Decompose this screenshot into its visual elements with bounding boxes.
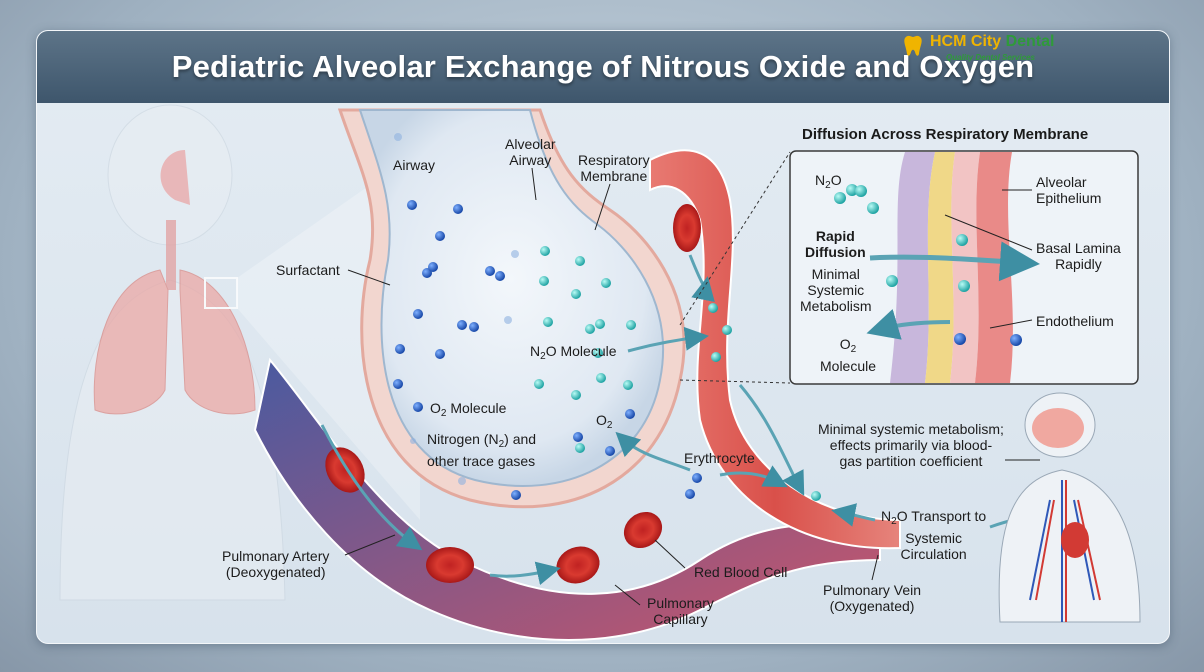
brand-logo: HCM City Dental Quality Dental Services	[902, 33, 1082, 63]
label-pulmonary-vein: Pulmonary Vein(Oxygenated)	[823, 582, 922, 614]
label-n2o-molecule: N2O Molecule	[530, 343, 617, 362]
o2-molecules	[393, 200, 702, 500]
page-title: Pediatric Alveolar Exchange of Nitrous O…	[171, 49, 1035, 84]
brand-name: HCM City Dental	[930, 33, 1055, 50]
rbc-3	[556, 546, 600, 584]
label-leaders	[344, 167, 1040, 606]
pulmonary-vein-vessel	[649, 149, 901, 550]
n2-molecules	[394, 133, 519, 485]
lungs-icon	[93, 150, 256, 415]
inset-label-endothelium: Endothelium	[1036, 313, 1114, 329]
label-pulmonary-artery: Pulmonary Artery(Deoxygenated)	[222, 548, 330, 580]
brand-tagline: Quality Dental Services	[946, 53, 1035, 62]
tooth-icon	[904, 35, 922, 56]
label-airway: Airway	[393, 157, 436, 173]
rbc-5	[673, 204, 701, 252]
inset-panel	[679, 150, 1139, 385]
inset-title: Diffusion Across Respiratory Membrane	[802, 126, 1089, 143]
title-bar: Pediatric Alveolar Exchange of Nitrous O…	[37, 31, 1169, 103]
rbc-4	[623, 511, 663, 549]
rbc-2	[426, 547, 474, 583]
inset-label-n2o: N2O	[815, 172, 842, 191]
label-red-blood-cell: Red Blood Cell	[694, 564, 788, 580]
label-surfactant: Surfactant	[276, 262, 340, 278]
label-metabolism-note: Minimal systemic metabolism;effects prim…	[818, 421, 1004, 469]
alveolar-sac	[358, 109, 665, 487]
label-o2-molecule: O2 Molecule	[430, 400, 507, 419]
n2o-molecules	[534, 246, 821, 501]
human-circulation-figure	[998, 392, 1141, 623]
label-erythrocyte: Erythrocyte	[684, 450, 755, 466]
label-o2-short: O2	[596, 412, 613, 431]
